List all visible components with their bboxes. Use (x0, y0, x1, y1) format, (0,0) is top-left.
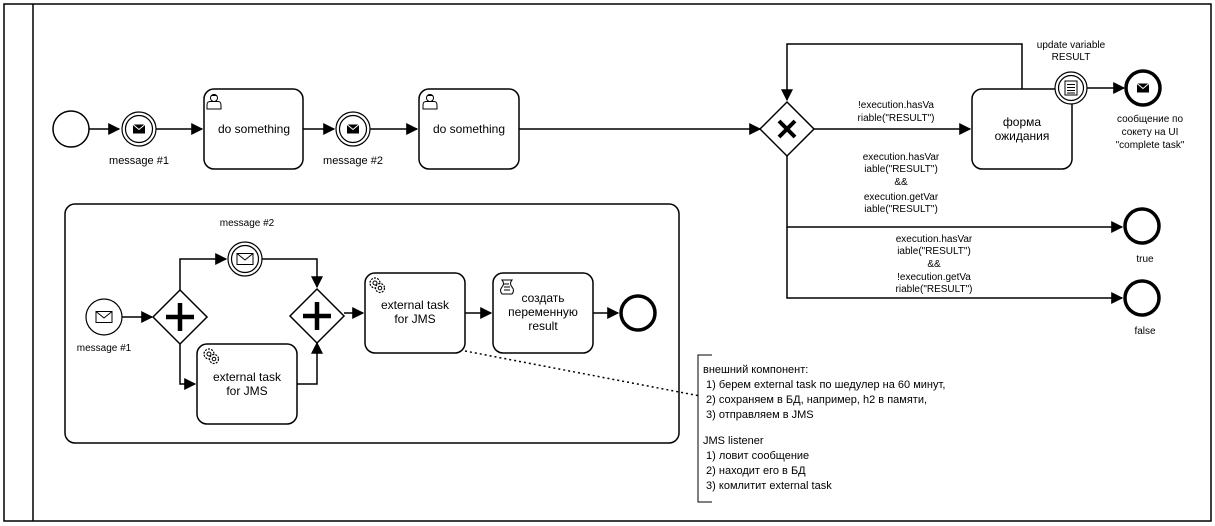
annotation-line: 3) отправляем в JMS (703, 409, 814, 421)
cond-not-has-line1: !execution.hasVa (858, 100, 934, 111)
sub-message1-label: message #1 (77, 343, 132, 354)
envelope-icon (236, 253, 254, 265)
sub-ext-task-lower[interactable]: external task for JMS (196, 343, 298, 425)
sub-ext-task-upper[interactable]: external task for JMS (364, 272, 466, 354)
top-message2-event[interactable] (335, 111, 371, 147)
cond-false-line2: iable("RESULT") (897, 246, 971, 257)
plus-gateway-icon (166, 303, 194, 331)
update-variable-label-line1: update variable (1037, 40, 1106, 51)
top-task2-label: do something (433, 122, 505, 136)
flow-gateway-to-false (786, 227, 1124, 304)
cond-not-has-line2: riable("RESULT") (858, 113, 935, 124)
end-false-label: false (1134, 326, 1156, 337)
send-message-label-line2: сокету на UI (1122, 127, 1179, 138)
annotation-bracket (697, 354, 712, 503)
flow-ext-lower-to-join (297, 341, 323, 385)
flow-msg2-to-join (262, 258, 323, 289)
end-event-false[interactable] (1123, 279, 1161, 317)
annotation-line: 3) комлитит external task (703, 480, 832, 492)
top-message2-label: message #2 (323, 155, 383, 167)
sub-ext-lower-line2: for JMS (226, 384, 267, 398)
top-task2[interactable]: do something (418, 88, 520, 170)
annotation-line: 2) сохраняем в БД, например, h2 в памяти… (703, 394, 927, 406)
wait-form-label-line1: форма (1003, 115, 1041, 129)
envelope-icon (132, 124, 146, 134)
annotation-line: 1) ловит сообщение (703, 450, 809, 462)
top-message1-label: message #1 (109, 155, 169, 167)
plus-gateway-icon (303, 302, 331, 330)
send-message-label-line1: сообщение по (1117, 113, 1184, 125)
envelope-icon (95, 311, 113, 323)
start-event[interactable] (52, 110, 90, 148)
sub-message2-label: message #2 (220, 218, 275, 229)
annotation-line: 2) находит его в БД (703, 465, 806, 477)
annotation-line: JMS listener (703, 435, 764, 447)
cond-true-line2: iable("RESULT") (864, 164, 938, 175)
send-message-label-line3: "complete task" (1116, 140, 1185, 151)
pool-frame (3, 3, 1212, 522)
sub-message1-start-event[interactable] (85, 298, 123, 336)
cond-true-line3: && (894, 177, 908, 188)
annotation-text: внешний компонент: 1) берем external tas… (703, 364, 945, 492)
parallel-gateway-fork[interactable] (151, 288, 209, 346)
flow-fork-to-msg2 (179, 253, 228, 290)
cond-true-line4: execution.getVar (864, 192, 939, 203)
wait-form-label-line2: ожидания (995, 129, 1050, 143)
sub-script-line2: переменную (508, 305, 578, 319)
flow-fork-to-ext-lower (179, 344, 197, 390)
cond-false-line1: execution.hasVar (896, 234, 973, 245)
cond-true-line1: execution.hasVar (863, 152, 940, 163)
top-task1[interactable]: do something (203, 88, 304, 170)
cond-true-line5: iable("RESULT") (864, 204, 938, 215)
update-variable-boundary-event[interactable] (1054, 71, 1088, 105)
sub-ext-upper-line2: for JMS (394, 312, 435, 326)
x-gateway-icon (777, 119, 797, 139)
envelope-icon (346, 124, 360, 134)
update-variable-label-line2: RESULT (1052, 52, 1091, 63)
cond-false-line4: !execution.getVa (897, 272, 971, 283)
sub-end-event[interactable] (619, 294, 657, 332)
cond-false-line5: riable("RESULT") (896, 284, 973, 295)
parallel-gateway-join[interactable] (288, 287, 346, 345)
send-message-end-event[interactable] (1124, 69, 1162, 107)
sub-ext-lower-line1: external task (213, 370, 282, 384)
annotation-line: внешний компонент: (703, 364, 808, 376)
sub-script-task[interactable]: создать переменную result (492, 272, 594, 354)
sub-script-line1: создать (521, 291, 564, 305)
cond-false-line3: && (927, 259, 941, 270)
exclusive-gateway[interactable] (758, 100, 816, 158)
end-event-true[interactable] (1123, 207, 1161, 245)
flow-loop-back (781, 43, 1023, 102)
flow-gateway-to-true (786, 156, 1124, 233)
envelope-icon (1136, 83, 1150, 93)
sub-script-line3: result (528, 319, 558, 333)
sub-message2-catch-event[interactable] (227, 241, 263, 277)
annotation-line: 1) берем external task по шедулер на 60 … (703, 379, 945, 391)
wait-form-task[interactable]: форма ожидания (971, 88, 1073, 170)
top-task1-label: do something (218, 122, 290, 136)
top-message1-event[interactable] (121, 111, 157, 147)
end-true-label: true (1136, 254, 1154, 265)
sub-ext-upper-line1: external task (381, 298, 450, 312)
